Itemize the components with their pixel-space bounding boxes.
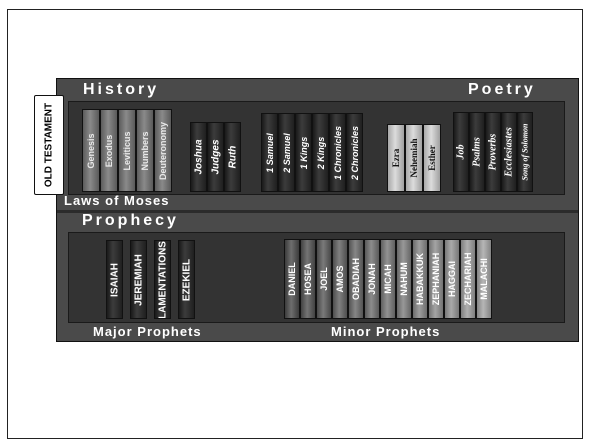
book-esther: Esther — [423, 124, 441, 192]
book-title: Ruth — [227, 145, 238, 169]
book-nahum: NAHUM — [396, 239, 412, 319]
book-title: MICAH — [383, 264, 393, 294]
book-joel: JOEL — [316, 239, 332, 319]
book-title: JONAH — [367, 263, 377, 295]
book-title: 2 Chronicles — [349, 125, 360, 180]
book-isaiah: ISAIAH — [106, 240, 123, 319]
shelf-divider — [57, 210, 578, 213]
laws-of-moses-caption: Laws of Moses — [64, 193, 170, 208]
book-title: JOEL — [319, 267, 329, 291]
book-proverbs: Proverbs — [485, 112, 501, 192]
history-title: History — [83, 81, 160, 98]
book-ezra: Ezra — [387, 124, 405, 192]
book-title: ZECHARIAH — [463, 252, 473, 306]
book-nehemiah: Nehemiah — [405, 124, 423, 192]
book-title: JEREMIAH — [133, 253, 144, 306]
book-2-kings: 2 Kings — [312, 113, 329, 192]
book-title: 1 Samuel — [264, 132, 275, 173]
book-haggai: HAGGAI — [444, 239, 460, 319]
book-zephaniah: ZEPHANIAH — [428, 239, 444, 319]
book-title: LAMENTATIONS — [157, 240, 168, 319]
book-malachi: MALACHI — [476, 239, 492, 319]
book-title: 1 Chronicles — [332, 125, 343, 180]
book-numbers: Numbers — [136, 109, 154, 192]
book-ruth: Ruth — [224, 122, 241, 192]
book-jonah: JONAH — [364, 239, 380, 319]
book-hosea: HOSEA — [300, 239, 316, 319]
book-title: 1 Kings — [298, 136, 309, 169]
book-psalms: Psalms — [469, 112, 485, 192]
book-genesis: Genesis — [82, 109, 100, 192]
book-habakkuk: HABAKKUK — [412, 239, 428, 319]
book-1-kings: 1 Kings — [295, 113, 312, 192]
poetry-title: Poetry — [468, 81, 536, 98]
book-deuteronomy: Deuteronomy — [154, 109, 172, 192]
book-title: HAGGAI — [447, 261, 457, 297]
book-title: Psalms — [471, 137, 483, 167]
book-title: Ecclesiastes — [503, 127, 515, 177]
book-title: Numbers — [140, 130, 150, 171]
prophecy-title: Prophecy — [82, 212, 179, 229]
book-title: NAHUM — [399, 262, 409, 296]
book-title: Nehemiah — [409, 138, 419, 178]
book-amos: AMOS — [332, 239, 348, 319]
book-title: Leviticus — [122, 130, 132, 171]
book-title: Exodus — [104, 134, 114, 167]
book-ecclesiastes: Ecclesiastes — [501, 112, 517, 192]
book-lamentations: LAMENTATIONS — [154, 240, 171, 319]
book-joshua: Joshua — [190, 122, 207, 192]
book-title: HABAKKUK — [415, 253, 425, 305]
book-leviticus: Leviticus — [118, 109, 136, 192]
book-title: Job — [455, 144, 467, 160]
book-1-samuel: 1 Samuel — [261, 113, 278, 192]
book-2-samuel: 2 Samuel — [278, 113, 295, 192]
book-zechariah: ZECHARIAH — [460, 239, 476, 319]
old-testament-text: OLD TESTAMENT — [43, 102, 55, 188]
book-title: Deuteronomy — [158, 121, 168, 180]
book-job: Job — [453, 112, 469, 192]
book-2-chronicles: 2 Chronicles — [346, 113, 363, 192]
book-title: Ezra — [391, 148, 401, 168]
book-obadiah: OBADIAH — [348, 239, 364, 319]
book-title: Judges — [210, 139, 221, 175]
book-title: Joshua — [193, 139, 204, 175]
book-title: Song of Solomon — [520, 123, 530, 181]
book-title: EZEKIEL — [181, 258, 192, 301]
book-title: 2 Kings — [315, 136, 326, 169]
book-title: ZEPHANIAH — [431, 252, 441, 306]
book-micah: MICAH — [380, 239, 396, 319]
book-judges: Judges — [207, 122, 224, 192]
book-title: OBADIAH — [351, 258, 361, 300]
book-title: DANIEL — [287, 262, 297, 296]
book-title: ISAIAH — [109, 262, 120, 297]
book-exodus: Exodus — [100, 109, 118, 192]
old-testament-label: OLD TESTAMENT — [34, 95, 64, 195]
book-title: AMOS — [335, 265, 345, 293]
book-1-chronicles: 1 Chronicles — [329, 113, 346, 192]
book-title: Proverbs — [487, 133, 499, 171]
book-title: 2 Samuel — [281, 132, 292, 173]
major-prophets-caption: Major Prophets — [93, 324, 202, 339]
book-daniel: DANIEL — [284, 239, 300, 319]
minor-prophets-caption: Minor Prophets — [331, 324, 441, 339]
book-title: Esther — [427, 145, 437, 171]
book-title: MALACHI — [479, 258, 489, 300]
book-title: HOSEA — [303, 262, 313, 296]
book-title: Genesis — [86, 132, 96, 169]
book-song-of-solomon: Song of Solomon — [517, 112, 533, 192]
book-jeremiah: JEREMIAH — [130, 240, 147, 319]
book-ezekiel: EZEKIEL — [178, 240, 195, 319]
